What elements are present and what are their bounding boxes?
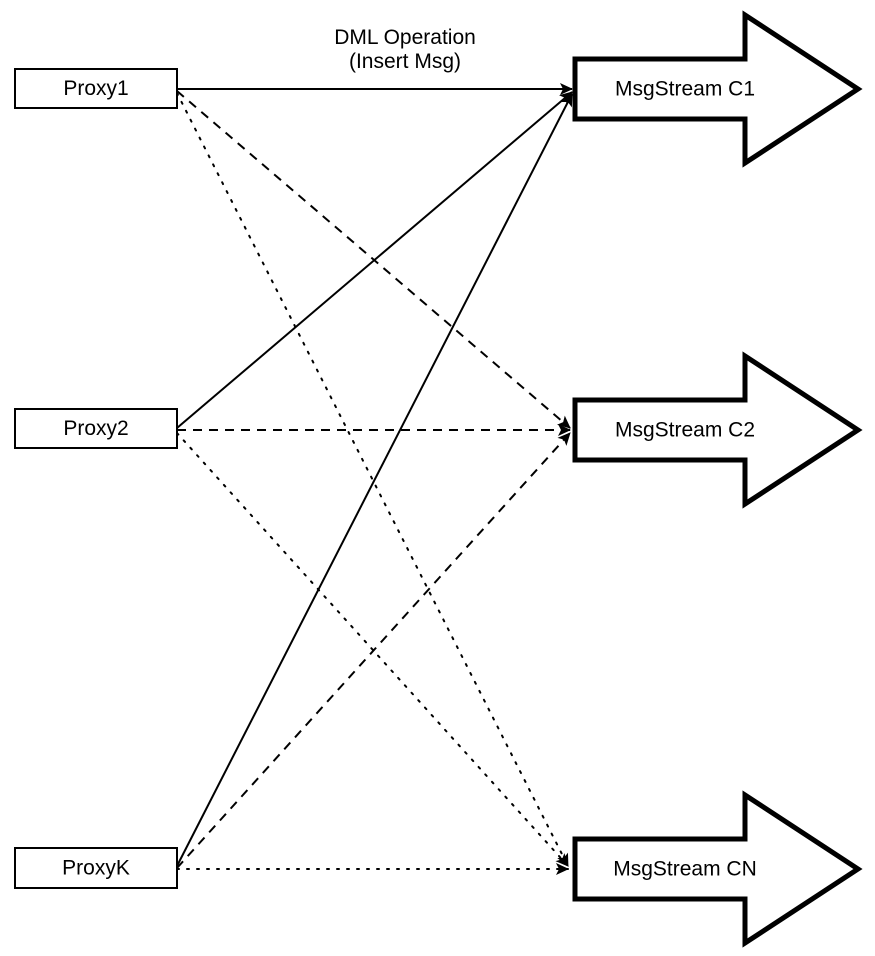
- annotation-line-2: (Insert Msg): [349, 50, 461, 73]
- msgstream-group: MsgStream C1 MsgStream C2 MsgStream CN: [572, 10, 863, 948]
- block-arrow-shape[interactable]: [572, 351, 863, 509]
- proxy-box[interactable]: [14, 68, 178, 109]
- connection-proxyk-c2[interactable]: [176, 432, 571, 869]
- proxy-node-proxyk[interactable]: ProxyK: [14, 847, 178, 889]
- proxy-label: Proxy2: [63, 417, 128, 440]
- block-arrow-shape[interactable]: [572, 10, 863, 168]
- proxy-label: ProxyK: [62, 857, 130, 880]
- msgstream-label: MsgStream CN: [613, 858, 757, 881]
- connection-proxy2-cn[interactable]: [176, 432, 569, 867]
- connection-proxy1-c2[interactable]: [176, 90, 571, 429]
- proxy-node-proxy2[interactable]: Proxy2: [14, 408, 178, 449]
- connection-proxy1-cn[interactable]: [176, 92, 569, 867]
- connection-proxyk-c1[interactable]: [176, 93, 573, 867]
- block-arrow-shape[interactable]: [572, 790, 863, 948]
- proxy-node-group: Proxy1 Proxy2 ProxyK: [14, 68, 178, 889]
- proxy-label: Proxy1: [63, 77, 128, 100]
- annotation-line-1: DML Operation: [334, 26, 476, 49]
- msgstream-c1[interactable]: MsgStream C1: [572, 10, 863, 168]
- msgstream-label: MsgStream C2: [615, 419, 755, 442]
- msgstream-cn[interactable]: MsgStream CN: [572, 790, 863, 948]
- connection-proxy2-c1[interactable]: [176, 91, 573, 429]
- proxy-box[interactable]: [14, 408, 178, 449]
- dml-operation-annotation: DML Operation (Insert Msg): [334, 26, 476, 73]
- connection-group: [176, 83, 573, 875]
- msgstream-c2[interactable]: MsgStream C2: [572, 351, 863, 509]
- msgstream-label: MsgStream C1: [615, 78, 755, 101]
- proxy-node-proxy1[interactable]: Proxy1: [14, 68, 178, 109]
- proxy-box[interactable]: [14, 847, 178, 889]
